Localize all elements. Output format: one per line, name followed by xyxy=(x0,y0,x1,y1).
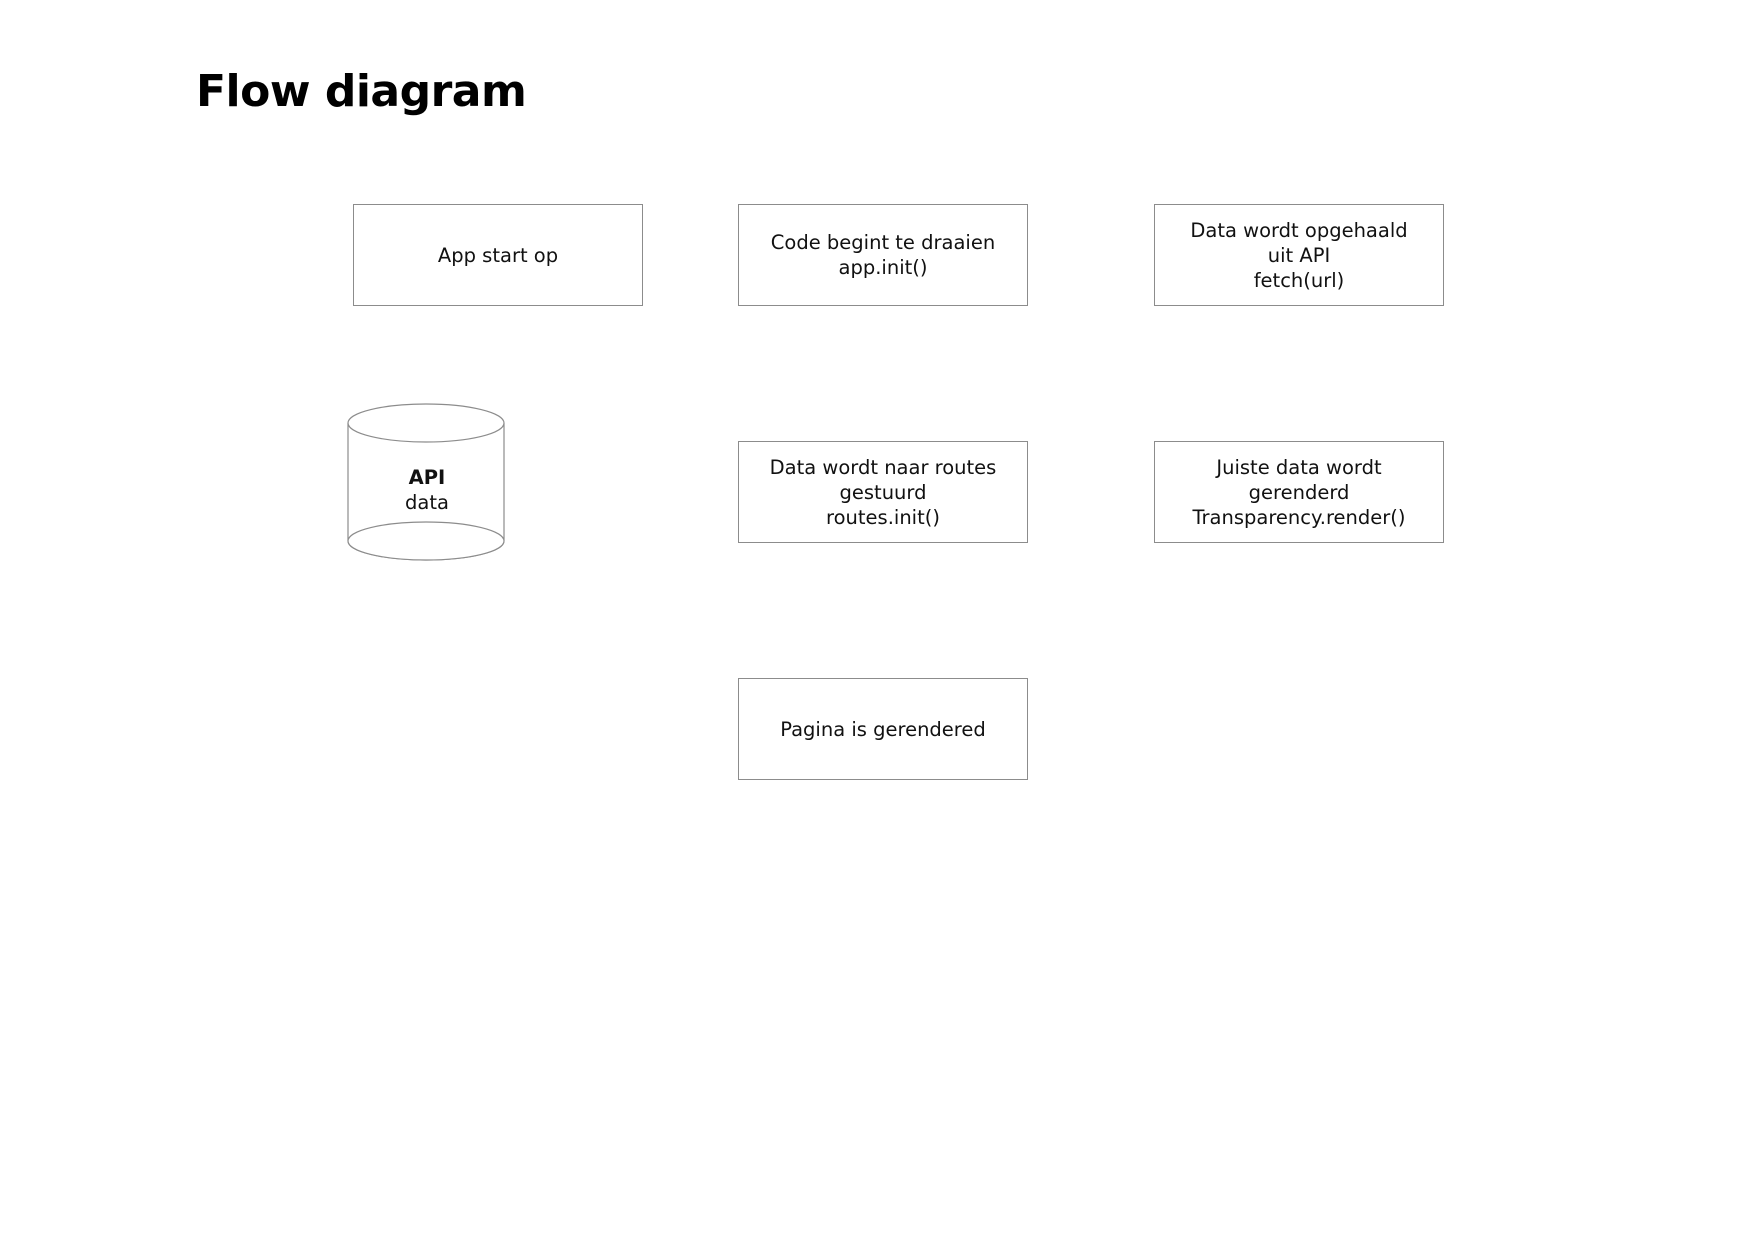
page-title: Flow diagram xyxy=(196,66,527,117)
node-label-line: gerenderd xyxy=(1248,480,1350,504)
api-database-label: API data xyxy=(347,465,507,515)
node-app-start: App start op xyxy=(353,204,643,306)
node-page-rendered: Pagina is gerendered xyxy=(738,678,1028,780)
database-cylinder-icon xyxy=(347,403,505,561)
api-database-node: API data xyxy=(347,403,507,561)
node-label-line: Juiste data wordt xyxy=(1216,455,1382,479)
node-code-runs: Code begint te draaien app.init() xyxy=(738,204,1028,306)
api-database-subtitle: data xyxy=(405,491,449,514)
node-label-line: routes.init() xyxy=(826,505,940,529)
node-label-line: App start op xyxy=(437,243,559,267)
node-label-line: Data wordt opgehaald xyxy=(1190,218,1408,242)
node-label-line: Code begint te draaien xyxy=(770,231,996,254)
node-label-line: Data wordt naar routes xyxy=(769,455,997,479)
node-label-line: fetch(url) xyxy=(1253,268,1345,292)
node-label-line: Transparency.render() xyxy=(1192,505,1406,529)
node-label-line: app.init() xyxy=(838,256,928,279)
node-label-line: gestuurd xyxy=(839,480,927,504)
node-fetch-data: Data wordt opgehaald uit API fetch(url) xyxy=(1154,204,1444,306)
api-database-title: API xyxy=(408,466,446,489)
node-label-line: Pagina is gerendered xyxy=(780,717,986,741)
node-render: Juiste data wordt gerenderd Transparency… xyxy=(1154,441,1444,543)
node-label-line: uit API xyxy=(1267,243,1331,267)
node-routes: Data wordt naar routes gestuurd routes.i… xyxy=(738,441,1028,543)
